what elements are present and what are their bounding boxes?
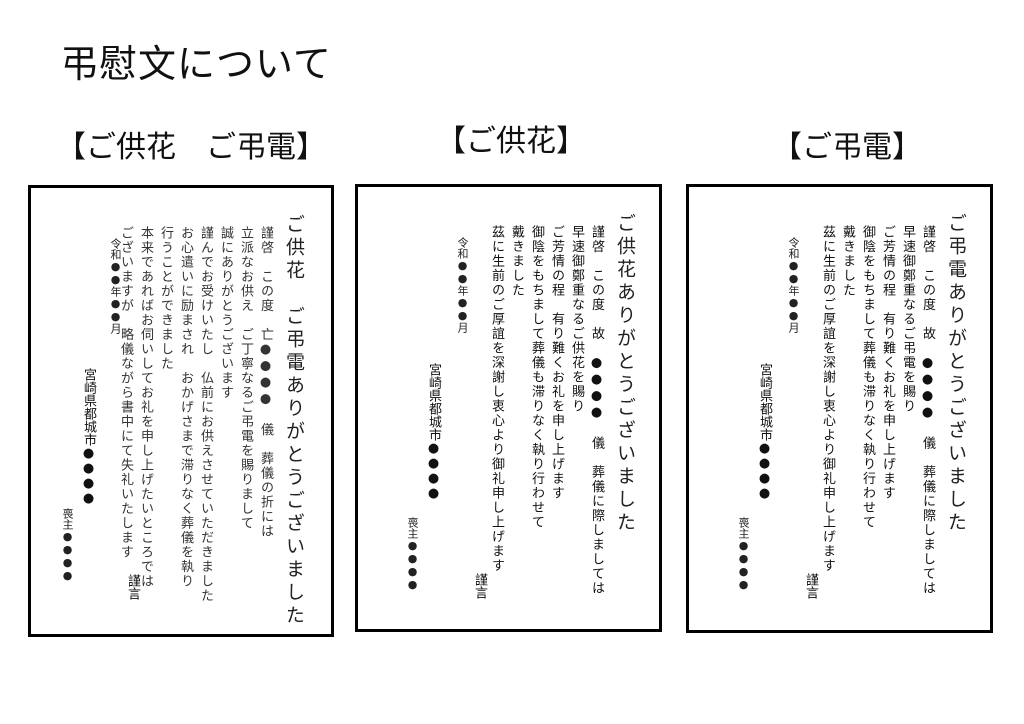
letter-date: 令和●●年●●月 bbox=[109, 238, 122, 334]
letter-line: 戴きました bbox=[509, 225, 524, 298]
closing-kingen: 謹言 bbox=[125, 574, 140, 600]
letter-line: ご芳情の程 有り難くお礼を申し上げます bbox=[549, 225, 564, 501]
letter-line: 謹啓 この度 故 ●●●● 儀 葬儀に際しましては bbox=[589, 225, 604, 596]
section-heading-kyoka-choden: 【ご供花 ご弔電】 bbox=[56, 130, 326, 165]
letter-line: 御陰をもちまして葬儀も滞りなく執り行わせて bbox=[529, 225, 544, 530]
letter-line: 行うことができました bbox=[158, 226, 173, 371]
letter-title: ご供花 ご弔電ありがとうございました bbox=[283, 214, 305, 628]
letter-card-choden: ご弔電ありがとうございました 謹啓 この度 故 ●●●● 儀 葬儀に際しましては… bbox=[686, 184, 993, 633]
letter-line: 本来であればお伺いしてお礼を申し上げたいところでは bbox=[138, 226, 153, 589]
letter-line: 早速御鄭重なるご供花を賜り bbox=[569, 225, 584, 414]
chief-mourner: 喪主●●●● bbox=[61, 508, 74, 582]
letter-line: 戴きました bbox=[840, 225, 855, 298]
page-title: 弔慰文について bbox=[60, 42, 332, 86]
letter-line: 茲に生前のご厚誼を深謝し衷心より御礼申し上げます bbox=[820, 225, 835, 573]
letter-line: 立派なお供え ご丁寧なるご弔電を賜りまして bbox=[238, 226, 253, 531]
sender-address: 宮崎県都城市●●●● bbox=[757, 363, 772, 501]
sender-address: 宮崎県都城市●●●● bbox=[426, 363, 441, 501]
letter-line: ございますが 略儀ながら書中にて失礼いたします bbox=[118, 226, 133, 560]
letter-line: 誠にありがとうございます bbox=[218, 226, 233, 400]
letter-line: 早速御鄭重なるご弔電を賜り bbox=[900, 225, 915, 414]
letter-line: 謹んでお受けいたし 仏前にお供えさせていただきました bbox=[198, 226, 213, 603]
chief-mourner: 喪主●●●● bbox=[737, 517, 750, 591]
letter-line: お心遣いに励まされ おかげさまで滞りなく葬儀を執り bbox=[178, 226, 193, 589]
letter-title: ご弔電ありがとうございました bbox=[945, 213, 967, 535]
letter-line: 御陰をもちまして葬儀も滞りなく執り行わせて bbox=[860, 225, 875, 530]
section-heading-choden: 【ご弔電】 bbox=[772, 130, 922, 165]
letter-title: ご供花ありがとうございました bbox=[614, 213, 636, 535]
letter-line: 謹啓 この度 亡●●●● 儀 葬儀の折には bbox=[258, 226, 273, 539]
chief-mourner: 喪主●●●● bbox=[406, 517, 419, 591]
letter-line: 謹啓 この度 故 ●●●● 儀 葬儀に際しましては bbox=[920, 225, 935, 596]
sender-address: 宮崎県都城市●●●● bbox=[81, 368, 96, 506]
letter-date: 令和●●年●●月 bbox=[787, 237, 800, 333]
letter-card-kyoka-choden: ご供花 ご弔電ありがとうございました 謹啓 この度 亡●●●● 儀 葬儀の折には… bbox=[28, 185, 334, 637]
letter-card-kyoka: ご供花ありがとうございました 謹啓 この度 故 ●●●● 儀 葬儀に際しましては… bbox=[355, 184, 662, 632]
closing-kingen: 謹言 bbox=[803, 573, 818, 599]
section-heading-kyoka: 【ご供花】 bbox=[436, 124, 586, 159]
letter-line: 茲に生前のご厚誼を深謝し衷心より御礼申し上げます bbox=[489, 225, 504, 573]
closing-kingen: 謹言 bbox=[472, 573, 487, 599]
letter-line: ご芳情の程 有り難くお礼を申し上げます bbox=[880, 225, 895, 501]
letter-date: 令和●●年●●月 bbox=[456, 237, 469, 333]
